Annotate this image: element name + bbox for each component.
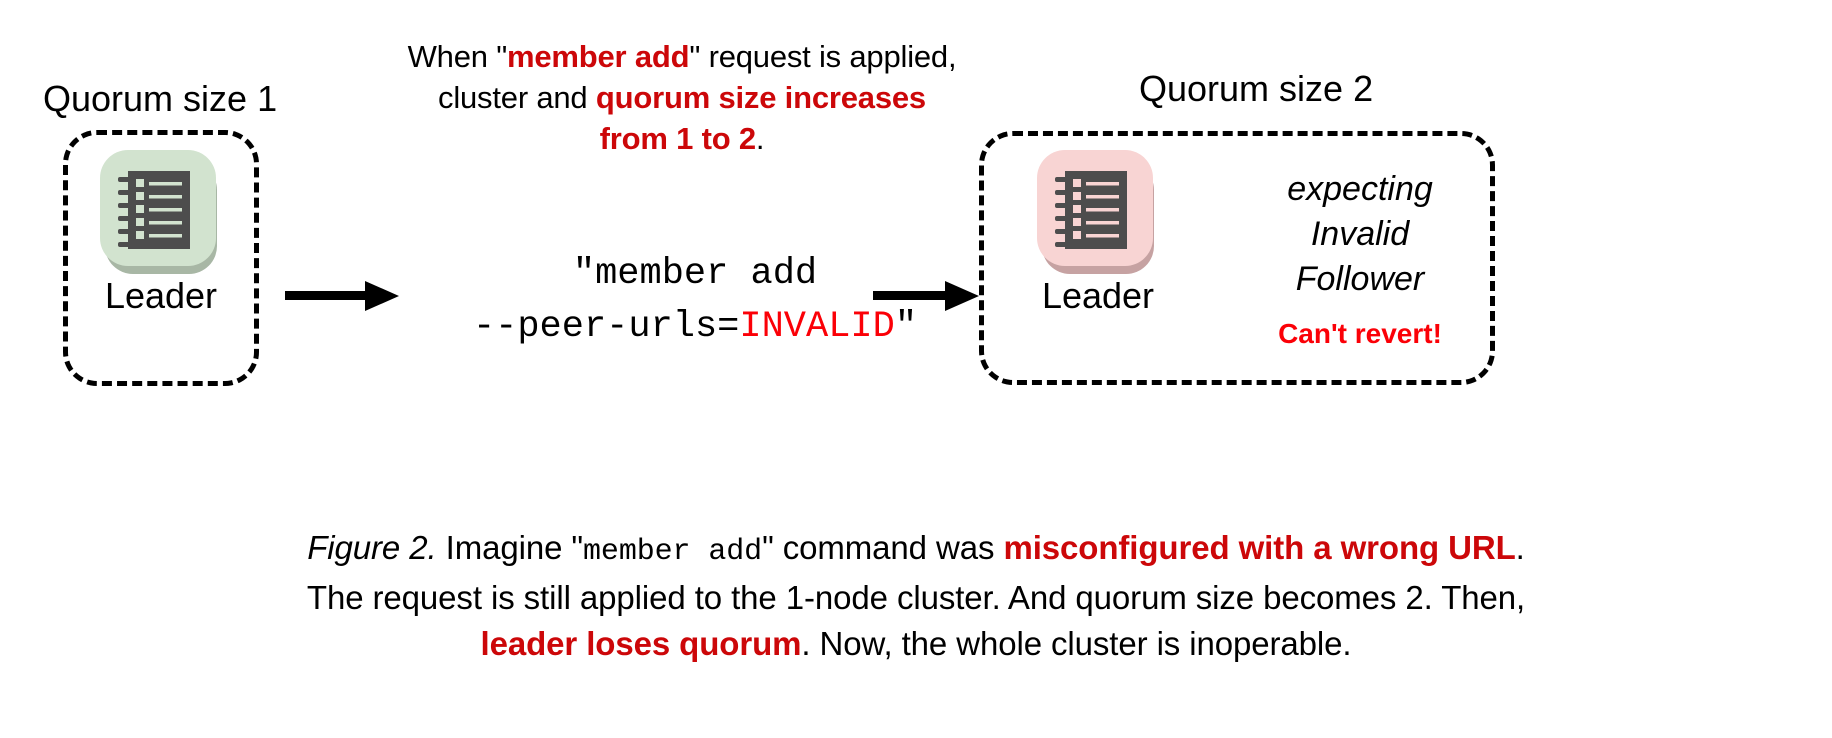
node-right: Leader bbox=[1018, 150, 1178, 316]
caption-seg-command-was: " command was bbox=[762, 529, 1004, 566]
status-line-invalid: Invalid bbox=[1310, 215, 1410, 253]
caption-line-3: leader loses quorum. Now, the whole clus… bbox=[60, 621, 1772, 667]
command-line-1: "member add bbox=[572, 253, 818, 295]
cluster-left-title: Quorum size 1 bbox=[43, 78, 278, 119]
command-flag: --peer-urls= bbox=[472, 306, 740, 348]
top-annotation-line-1: When "member add" request is applied, bbox=[372, 36, 992, 77]
top-note-seg-period: . bbox=[755, 121, 765, 156]
command-close-quote: " bbox=[894, 306, 918, 348]
caption-seg-inoperable: . Now, the whole cluster is inoperable. bbox=[801, 625, 1352, 662]
node-left-label: Leader bbox=[104, 275, 218, 316]
caption-seg-imagine: Imagine " bbox=[436, 529, 584, 566]
top-note-seg-member-add: member add bbox=[507, 39, 690, 74]
caption-line-2: The request is still applied to the 1-no… bbox=[306, 579, 1526, 616]
ledger-icon-2 bbox=[1037, 150, 1153, 266]
node-right-label: Leader bbox=[1041, 275, 1155, 316]
node-right-icon-wrap bbox=[1037, 150, 1159, 274]
status-line-expecting: expecting bbox=[1287, 170, 1433, 208]
node-left-icon-wrap bbox=[100, 150, 222, 274]
top-annotation-line-3: from 1 to 2. bbox=[372, 118, 992, 159]
command-invalid-value: INVALID bbox=[739, 306, 895, 348]
command-line-2: --peer-urls=INVALID" bbox=[460, 301, 930, 354]
arrow-right-icon-2 bbox=[873, 279, 981, 318]
top-annotation-line-2: cluster and quorum size increases bbox=[372, 77, 992, 118]
top-note-seg-quorum-increases: quorum size increases bbox=[595, 80, 926, 115]
top-note-seg-request-applied: " request is applied, bbox=[689, 39, 957, 74]
figure-caption: Figure 2. Imagine "member add" command w… bbox=[60, 525, 1772, 667]
top-note-seg-from-1-to-2: from 1 to 2 bbox=[599, 121, 756, 156]
caption-seg-leader-loses-quorum: leader loses quorum bbox=[480, 625, 802, 662]
command-text: "member add --peer-urls=INVALID" bbox=[460, 248, 930, 354]
right-cluster-status: expecting Invalid Follower Can't revert! bbox=[1240, 167, 1480, 354]
status-line-follower: Follower bbox=[1295, 260, 1425, 298]
arrow-right-icon bbox=[285, 279, 401, 318]
caption-line-1: Figure 2. Imagine "member add" command w… bbox=[60, 525, 1772, 575]
caption-seg-misconfigured: misconfigured with a wrong URL bbox=[1003, 529, 1516, 566]
status-warning-cant-revert: Can't revert! bbox=[1278, 318, 1442, 349]
caption-seg-member-add: member add bbox=[583, 535, 763, 569]
cluster-right-title: Quorum size 2 bbox=[1139, 68, 1374, 109]
ledger-icon bbox=[100, 150, 216, 266]
node-left: Leader bbox=[81, 150, 241, 316]
caption-figure-label: Figure 2. bbox=[307, 529, 437, 566]
top-note-seg-cluster-and: cluster and bbox=[438, 80, 596, 115]
top-annotation: When "member add" request is applied, cl… bbox=[372, 36, 992, 159]
top-note-seg-when: When " bbox=[407, 39, 508, 74]
caption-seg-period: . bbox=[1515, 529, 1525, 566]
